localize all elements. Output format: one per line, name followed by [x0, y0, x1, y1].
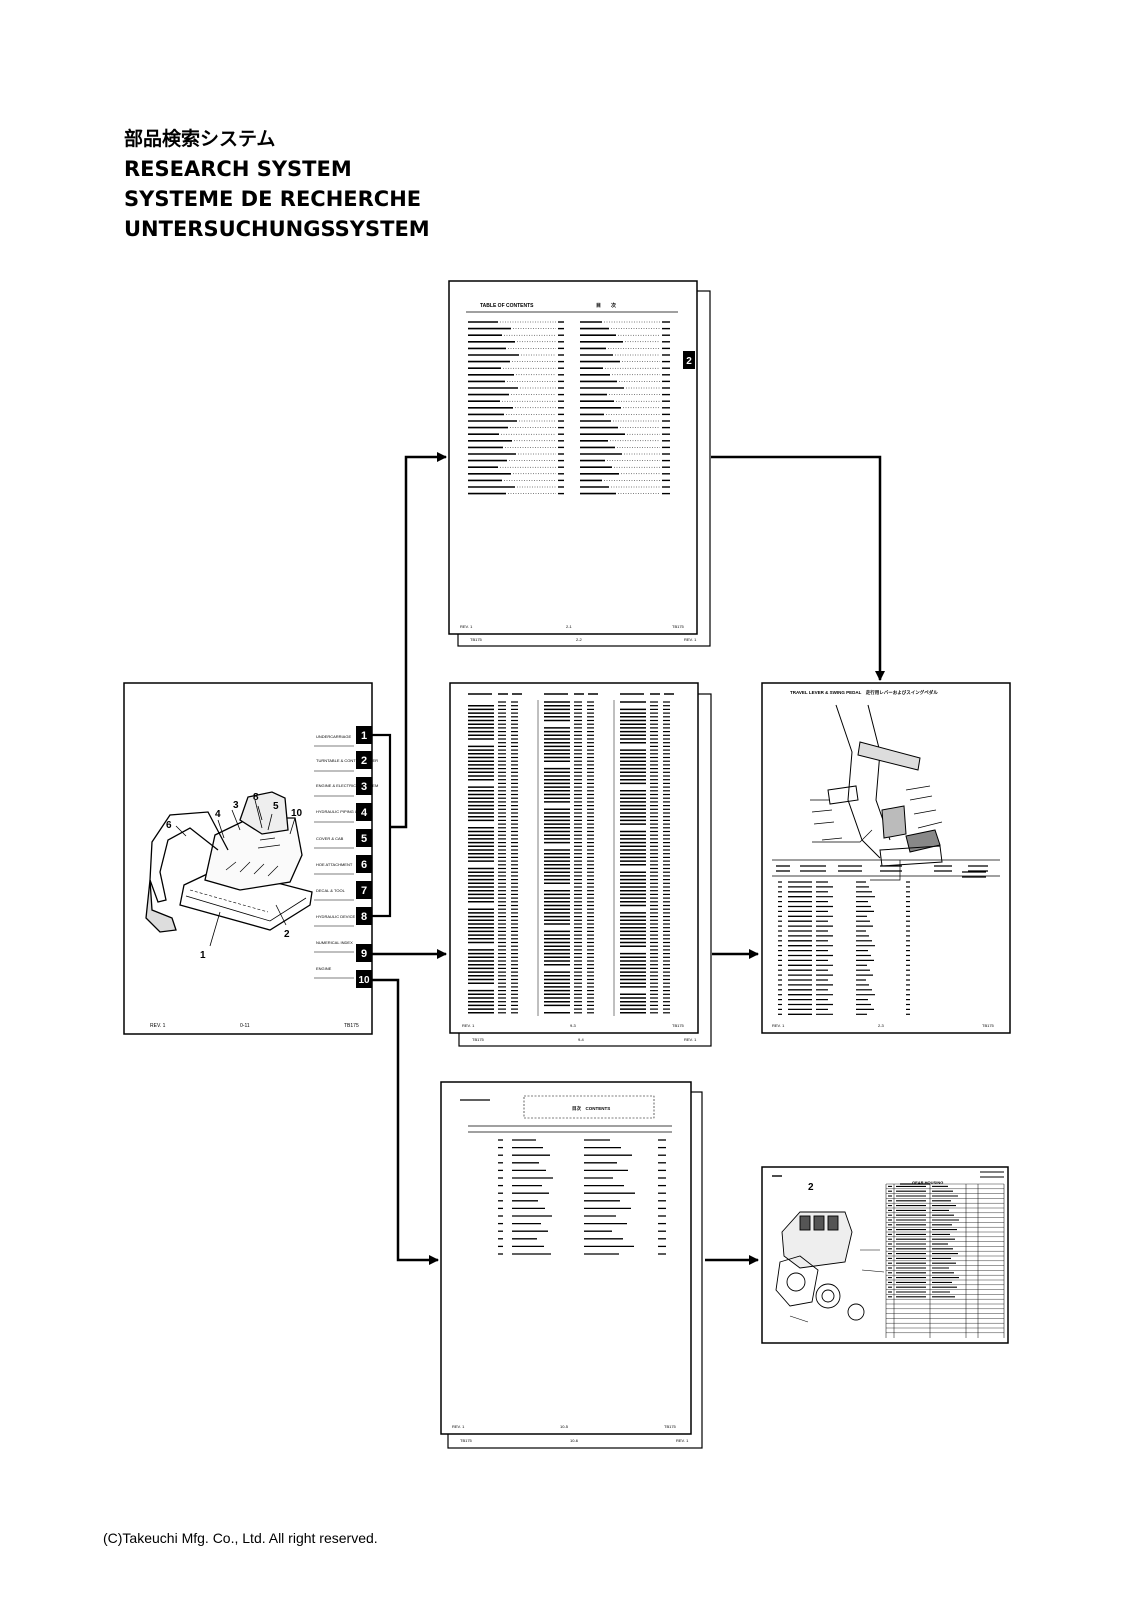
engine-fig-label: 2 [808, 1182, 814, 1193]
callout-3: 3 [233, 800, 239, 811]
section-tab-number-8: 8 [361, 911, 367, 923]
engine-toc-back-footer-left: TB175 [460, 1438, 473, 1443]
copyright-notice: (C)Takeuchi Mfg. Co., Ltd. All right res… [103, 1530, 378, 1546]
parts-page: TRAVEL LEVER & SWING PEDAL 走行用レバーおよびスイング… [761, 682, 1011, 1034]
parts-footer-left: REV. 1 [772, 1023, 785, 1028]
section-tab-3[interactable] [356, 777, 372, 795]
section-tab-7[interactable] [356, 881, 372, 899]
toc-header-left: TABLE OF CONTENTS [480, 303, 534, 309]
section-tab-number-10: 10 [358, 975, 370, 986]
engine-parts-page: 2 GEAR HOUSING [761, 1166, 1009, 1344]
parts-footer-right: TB175 [982, 1023, 995, 1028]
engine-toc-footer-left: REV. 1 [452, 1424, 465, 1429]
section-tab-number-1: 1 [361, 730, 367, 742]
section-tab-9[interactable] [356, 944, 372, 962]
numerical-index-page: REV. 1 9-3 TB175 TB175 9-4 REV. 1 [449, 682, 712, 1047]
section-tab-number-3: 3 [361, 781, 367, 793]
section-label-10: ENGINE [316, 966, 332, 971]
flow-arrows [372, 452, 885, 1265]
arrow-to-engine-toc [372, 978, 439, 1265]
section-tab-number-4: 4 [361, 807, 368, 819]
section-label-5: COVER & CAB [316, 836, 344, 841]
section-tab-number-5: 5 [361, 833, 367, 845]
callout-2: 2 [284, 929, 290, 940]
engine-toc-header: 目次 CONTENTS [572, 1105, 610, 1112]
callout-10: 10 [291, 808, 303, 819]
toc-back-footer-left: TB175 [470, 637, 483, 642]
title-block: 部品検索システム RESEARCH SYSTEM SYSTEME DE RECH… [124, 124, 430, 244]
index-footer-mid: 0-11 [240, 1023, 250, 1029]
travel-lever-drawing [810, 704, 943, 881]
section-tab-6[interactable] [356, 855, 372, 873]
section-tab-8[interactable] [356, 907, 372, 925]
toc-front-page [448, 280, 698, 635]
engine-toc-footer-right: TB175 [664, 1424, 677, 1429]
numidx-back-footer-mid: 9-4 [578, 1037, 585, 1042]
arrow-toc-to-parts [711, 455, 885, 681]
numidx-back-footer-right: REV. 1 [684, 1037, 697, 1042]
toc-page: TABLE OF CONTENTS 目 次 2 REV. 1 2-1 TB175… [448, 280, 711, 647]
section-label-6: HOE ATTACHMENT [316, 862, 353, 867]
title-english: RESEARCH SYSTEM [124, 157, 352, 181]
index-footer-left: REV. 1 [150, 1023, 166, 1029]
numidx-footer-left: REV. 1 [462, 1023, 475, 1028]
callout-1: 1 [200, 950, 206, 961]
section-label-4: HYDRAULIC PIPING & TANK [316, 809, 369, 814]
toc-footer-left: REV. 1 [460, 624, 473, 629]
section-tab-number-9: 9 [361, 948, 367, 960]
section-tabs: UNDERCARRIAGE TURNTABLE & CONTROL LEVER … [314, 726, 378, 988]
numerical-index-columns [468, 693, 674, 1016]
toc-back-footer-right: REV. 1 [684, 637, 697, 642]
section-tab-2[interactable] [356, 751, 372, 769]
arrow-to-toc [390, 452, 447, 829]
toc-footer-right: TB175 [672, 624, 685, 629]
engine-toc-footer-mid: 10-5 [560, 1424, 569, 1429]
section-tab-1[interactable] [356, 726, 372, 744]
section-tab-10[interactable] [356, 970, 372, 988]
engine-toc-back-footer-mid: 10-6 [570, 1438, 579, 1443]
parts-table [772, 859, 1000, 1015]
callout-4: 4 [215, 809, 221, 820]
section-label-2: TURNTABLE & CONTROL LEVER [316, 758, 378, 763]
section-label-3: ENGINE & ELECTRICAL SYSTEM [316, 783, 378, 788]
section-tab-number-7: 7 [361, 885, 367, 897]
parts-page-title: TRAVEL LEVER & SWING PEDAL 走行用レバーおよびスイング… [790, 689, 938, 696]
callout-8: 8 [253, 792, 259, 803]
engine-parts-table [772, 1171, 1005, 1338]
toc-back-footer-mid: 2-2 [576, 637, 583, 642]
toc-footer-mid: 2-1 [566, 624, 573, 629]
title-german: UNTERSUCHUNGSSYSTEM [124, 217, 430, 241]
engine-toc-page: 目次 CONTENTS REV. 1 10-5 TB175 TB175 10-6… [440, 1081, 703, 1449]
section-label-8: HYDRAULIC DEVICE [316, 914, 355, 919]
toc-entry-lines [466, 311, 678, 495]
title-french: SYSTEME DE RECHERCHE [124, 187, 422, 211]
section-tab-number-6: 6 [361, 859, 367, 871]
section-label-1: UNDERCARRIAGE [316, 734, 351, 739]
section-label-9: NUMERICAL INDEX [316, 940, 353, 945]
toc-section-tab [683, 351, 695, 369]
section-tab-5[interactable] [356, 829, 372, 847]
title-japanese: 部品検索システム [124, 128, 276, 150]
toc-header-right: 目 次 [596, 302, 616, 309]
section-tab-4[interactable] [356, 803, 372, 821]
engine-parts-header: GEAR HOUSING [912, 1180, 943, 1185]
tabs-bracket [372, 733, 392, 918]
engine-toc-front-page [440, 1081, 692, 1435]
index-footer-right: TB175 [344, 1023, 359, 1029]
numidx-footer-mid: 9-3 [570, 1023, 577, 1028]
engine-block-drawing [775, 1211, 885, 1323]
excavator-illustration [145, 791, 313, 947]
callout-6: 6 [166, 820, 172, 831]
engine-toc-entry-lines [460, 1099, 672, 1255]
callout-5: 5 [273, 801, 279, 812]
index-page: 1 2 3 4 5 6 8 10 UNDERCARRIAGE TURNTABLE… [123, 682, 378, 1035]
section-label-7: DECAL & TOOL [316, 888, 346, 893]
section-tab-number-2: 2 [361, 755, 367, 767]
numidx-back-footer-left: TB175 [472, 1037, 485, 1042]
engine-toc-back-footer-right: REV. 1 [676, 1438, 689, 1443]
toc-section-tab-number: 2 [686, 356, 692, 367]
parts-footer-mid: 2-3 [878, 1023, 885, 1028]
numidx-footer-right: TB175 [672, 1023, 685, 1028]
